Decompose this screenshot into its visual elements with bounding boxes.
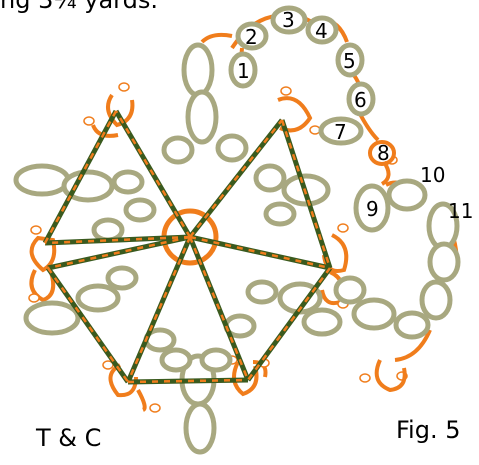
ring-2 bbox=[235, 21, 269, 51]
credit-label: T & C bbox=[36, 424, 102, 452]
ring-number-9: 9 bbox=[366, 197, 379, 221]
ring-number-6: 6 bbox=[354, 88, 367, 112]
ring-number-1: 1 bbox=[237, 59, 250, 83]
figure-label: Fig. 5 bbox=[396, 416, 461, 444]
ring-number-2: 2 bbox=[245, 25, 258, 49]
ring-3 bbox=[270, 5, 308, 35]
ring-10 bbox=[386, 178, 428, 212]
ring-number-10: 10 bbox=[420, 163, 445, 187]
top-caption: ng 3¼ yards. bbox=[0, 0, 158, 14]
ring-4 bbox=[305, 15, 339, 45]
ring-9 bbox=[353, 183, 391, 233]
radiating-threads bbox=[42, 109, 333, 385]
star-motif bbox=[13, 42, 408, 455]
ring-number-3: 3 bbox=[282, 8, 295, 32]
numbered-ring-chain: 1 2 3 4 5 6 7 8 9 10 11 bbox=[200, 5, 473, 393]
ring-5 bbox=[335, 42, 365, 78]
ring-number-4: 4 bbox=[315, 19, 328, 43]
ring-7 bbox=[318, 116, 364, 146]
ring-6 bbox=[346, 81, 376, 117]
outer-picot-rings bbox=[29, 93, 349, 412]
ring-number-5: 5 bbox=[343, 49, 356, 73]
khaki-rings bbox=[13, 42, 343, 455]
ring-8 bbox=[368, 140, 396, 166]
ring-number-7: 7 bbox=[334, 120, 347, 144]
ring-number-8: 8 bbox=[377, 141, 390, 165]
ring-1 bbox=[228, 51, 258, 89]
ring-number-11: 11 bbox=[448, 199, 473, 223]
